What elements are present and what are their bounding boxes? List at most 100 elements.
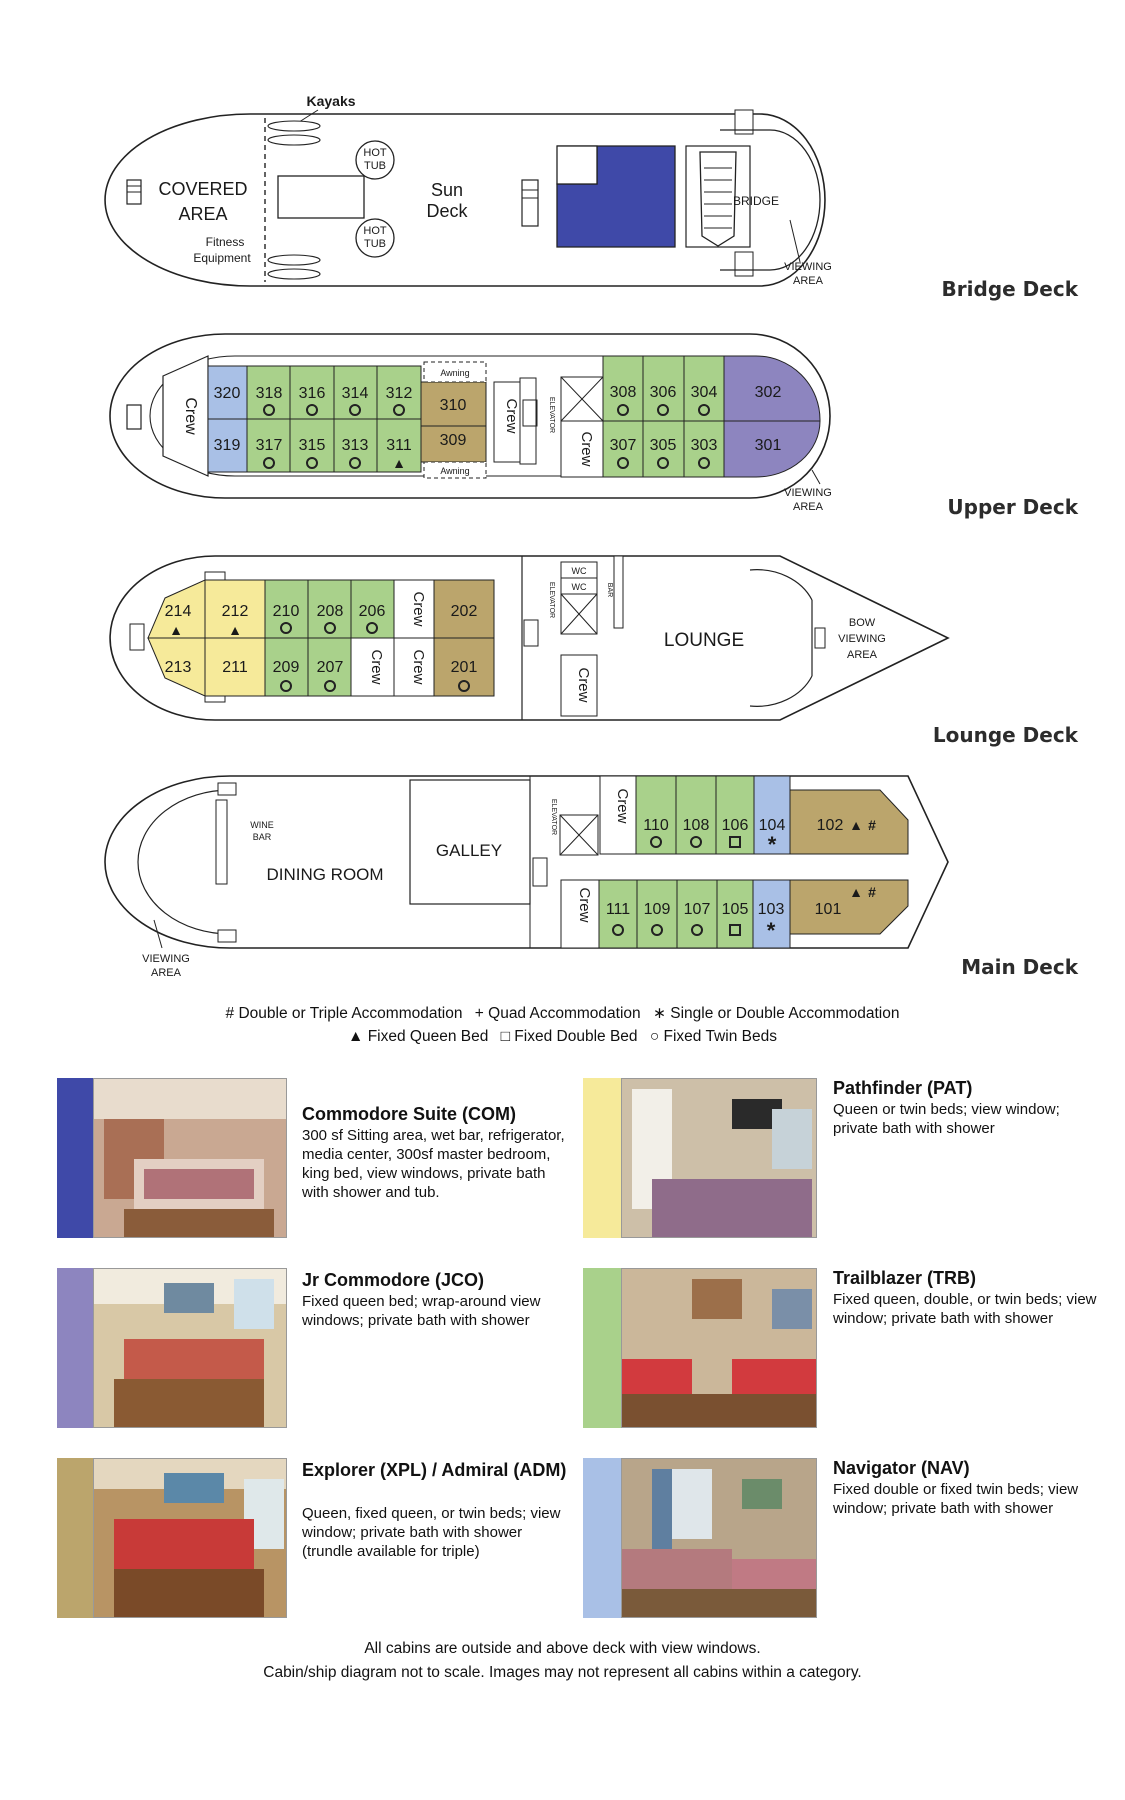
fitness-label: Fitness — [206, 235, 245, 249]
svg-text:▲: ▲ — [849, 817, 863, 833]
svg-text:HOT: HOT — [363, 147, 387, 159]
svg-text:102: 102 — [817, 817, 844, 834]
svg-text:109: 109 — [644, 901, 671, 918]
svg-text:WC: WC — [572, 582, 587, 592]
cabin-type-description: Queen, fixed queen, or twin beds; view w… — [302, 1505, 561, 1560]
cabin-312 — [376, 365, 422, 420]
svg-text:108: 108 — [683, 817, 710, 834]
cabin-type-description: Fixed double or fixed twin beds; view wi… — [833, 1481, 1079, 1517]
color-swatch — [583, 1078, 621, 1238]
svg-text:WINE: WINE — [250, 820, 274, 830]
bed-symbols-lounge — [280, 622, 470, 692]
stairs-icon — [522, 399, 538, 427]
crew-area — [560, 879, 600, 949]
awning — [423, 461, 487, 479]
svg-text:Crew: Crew — [503, 398, 520, 433]
cabin-type-title: Commodore Suite (COM) — [302, 1104, 516, 1124]
svg-text:TUB: TUB — [364, 160, 386, 172]
color-swatch — [583, 1268, 621, 1428]
svg-text:310: 310 — [440, 397, 467, 414]
cabin-type-title: Jr Commodore (JCO) — [302, 1270, 485, 1290]
cabin-type-description: Fixed queen, double, or twin beds; view … — [833, 1291, 1097, 1327]
cabin-card-jr-commodore: Jr Commodore (JCO) Fixed queen bed; wrap… — [57, 1268, 577, 1428]
svg-text:▲: ▲ — [849, 884, 863, 900]
svg-text:105: 105 — [722, 901, 749, 918]
wine-bar — [215, 799, 228, 885]
cabin-307 — [602, 420, 644, 478]
cabin-209 — [264, 637, 309, 697]
cabin-photo — [93, 1078, 287, 1238]
bridge-label: BRIDGE — [733, 194, 779, 208]
svg-text:308: 308 — [610, 384, 637, 401]
cabin-302 — [723, 355, 821, 422]
bed-symbols-upper — [263, 404, 710, 469]
cabin-photo — [621, 1458, 817, 1618]
svg-text:303: 303 — [691, 437, 718, 454]
svg-text:104: 104 — [759, 817, 786, 834]
svg-text:211: 211 — [222, 659, 248, 676]
svg-text:202: 202 — [451, 603, 478, 620]
hot-tub — [355, 140, 395, 180]
galley-label: GALLEY — [436, 841, 502, 860]
svg-text:Awning: Awning — [440, 466, 469, 476]
elevator-label: ELEVATOR — [548, 582, 555, 618]
cabin-type-title: Explorer (XPL) / Admiral (ADM) — [302, 1460, 567, 1480]
cabin-101 — [789, 879, 909, 935]
crew-area — [493, 381, 521, 463]
cabin-numbers-lounge: 214 212 210 208 206 202 213 211 209 207 … — [165, 603, 478, 676]
cabin-206 — [350, 579, 395, 639]
bridge-deck: COVERED AREA Fitness Equipment Kayaks HO… — [104, 93, 1079, 301]
cabin-numbers-main: 110 108 106 104 102 111 109 107 105 103 … — [606, 817, 844, 918]
svg-text:316: 316 — [299, 385, 326, 402]
cabin-106 — [715, 775, 755, 855]
svg-text:302: 302 — [755, 384, 782, 401]
svg-text:320: 320 — [214, 385, 241, 402]
cabin-card-pathfinder: Pathfinder (PAT) Queen or twin beds; vie… — [583, 1078, 1103, 1238]
cabin-card-navigator: Navigator (NAV) Fixed double or fixed tw… — [583, 1458, 1103, 1618]
awning — [423, 361, 487, 383]
bar — [613, 555, 624, 629]
cabin-212 — [204, 579, 266, 639]
deck-label-bridge: Bridge Deck — [942, 277, 1079, 301]
svg-text:Crew: Crew — [368, 649, 385, 684]
svg-text:304: 304 — [691, 384, 718, 401]
svg-text:AREA: AREA — [151, 967, 182, 979]
cabin-315 — [289, 418, 335, 473]
covered-area-label: AREA — [178, 204, 227, 224]
cabin-photo — [93, 1268, 287, 1428]
main-deck: WINE BAR DINING ROOM GALLEY ELEVATOR Cre… — [104, 775, 1079, 979]
legend-item: ○ Fixed Twin Beds — [649, 1028, 777, 1045]
svg-text:Crew: Crew — [575, 667, 592, 702]
svg-text:103: 103 — [758, 901, 785, 918]
crew-area — [560, 654, 598, 717]
svg-text:110: 110 — [643, 817, 669, 834]
svg-text:HOT: HOT — [363, 225, 387, 237]
cabin-309 — [420, 425, 487, 463]
cabin-208 — [307, 579, 352, 639]
svg-text:306: 306 — [650, 384, 677, 401]
svg-text:208: 208 — [317, 603, 344, 620]
svg-text:▲: ▲ — [228, 622, 242, 638]
cabin-110 — [635, 775, 677, 855]
legend-item: □ Fixed Double Bed — [500, 1028, 638, 1045]
svg-text:106: 106 — [722, 817, 749, 834]
cabin-photo — [621, 1078, 817, 1238]
dining-room-label: DINING ROOM — [266, 865, 383, 884]
deck-label-main: Main Deck — [961, 955, 1078, 979]
symbol-legend: # Double or Triple Accommodation + Quad … — [0, 1004, 1125, 1023]
cabin-type-title: Pathfinder (PAT) — [833, 1078, 973, 1098]
svg-text:317: 317 — [256, 437, 283, 454]
upper-deck: Crew Awning Awning Crew ELEVATOR Crew — [109, 333, 1079, 519]
legend-item: ▲ Fixed Queen Bed — [348, 1028, 489, 1045]
cabin-card-commodore: Commodore Suite (COM) 300 sf Sitting are… — [57, 1078, 577, 1238]
svg-text:311: 311 — [386, 437, 412, 454]
sun-deck-label: Sun — [431, 180, 463, 200]
svg-text:Crew: Crew — [578, 431, 595, 466]
elevator-label: ELEVATOR — [548, 397, 555, 433]
fitness-label: Equipment — [193, 251, 251, 265]
svg-text:BAR: BAR — [606, 583, 613, 597]
cabin-numbers-upper: 320 318 316 314 312 310 319 317 315 313 … — [214, 384, 782, 454]
svg-text:VIEWING: VIEWING — [784, 261, 832, 273]
deck-label-upper: Upper Deck — [947, 495, 1078, 519]
sun-deck-table — [277, 175, 365, 219]
